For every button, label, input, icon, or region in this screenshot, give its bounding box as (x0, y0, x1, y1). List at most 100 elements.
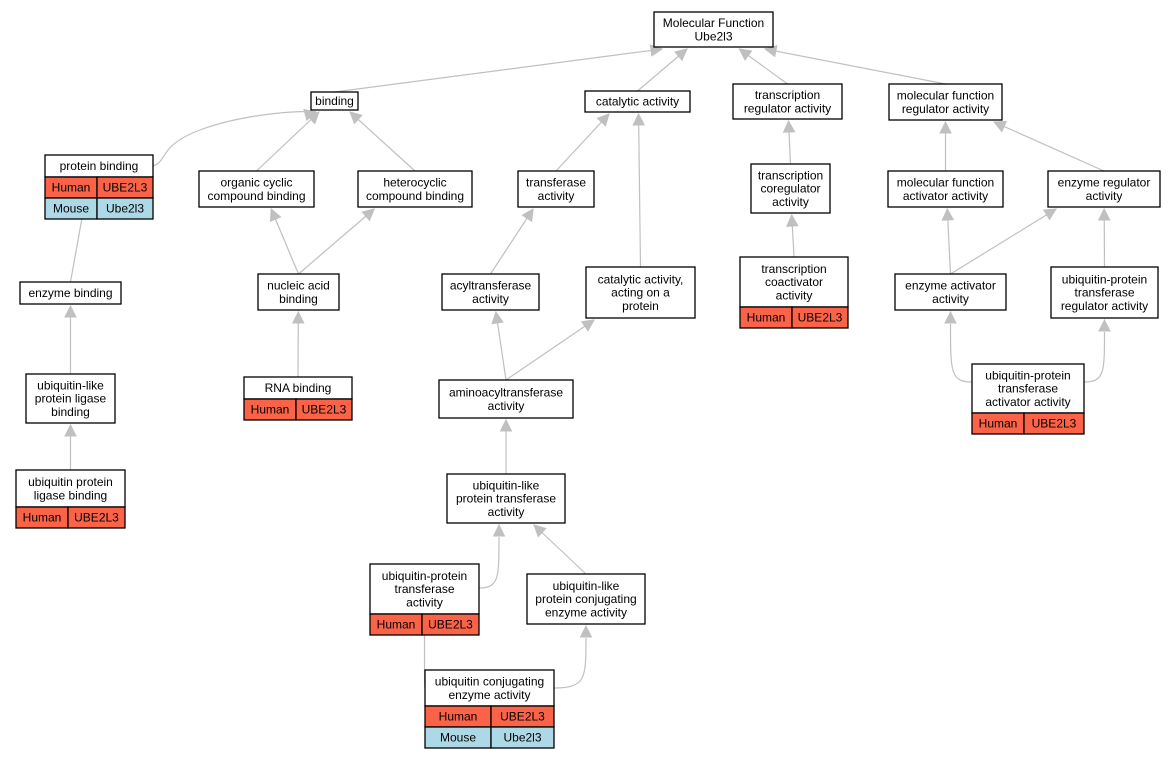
edge-enzact-to-enzreg (950, 208, 1057, 275)
edge-line (505, 319, 595, 381)
edge-line (152, 110, 317, 167)
node-label-line: activity (488, 505, 525, 519)
edge-catalytic-to-root (637, 48, 688, 92)
node-label-line: transferase (394, 582, 454, 596)
gene-cell (490, 726, 555, 749)
edge-arrowhead (64, 423, 77, 437)
edge-aminoacyl-to-acyl (491, 310, 507, 381)
node-box (1050, 266, 1159, 319)
node-box (585, 266, 696, 319)
edge-enzreg-to-mfra (992, 120, 1105, 172)
node-label-line: protein conjugating (535, 592, 636, 606)
node-label-line: catalytic activity, (598, 272, 684, 286)
go-node-catalytic[interactable]: catalytic activity (584, 90, 691, 113)
edge-line (489, 208, 534, 275)
edge-line (764, 48, 946, 85)
edge-arrowhead (269, 207, 282, 223)
edge-uplb-to-ulplb (64, 423, 77, 470)
node-box (19, 281, 122, 305)
node-label-line: enzyme binding (28, 286, 112, 300)
node-box (424, 669, 555, 707)
node-label-line: molecular function (897, 176, 994, 190)
node-label-line: activity (406, 596, 443, 610)
node-label-line: transferase (526, 176, 586, 190)
gene-label: UBE2L3 (500, 710, 545, 724)
edge-line (349, 111, 416, 172)
node-label-line: compound binding (366, 189, 464, 203)
node-label-line: enzyme activity (545, 606, 627, 620)
edge-arrowhead (786, 213, 799, 227)
edge-arrowhead (992, 120, 1008, 133)
edge-line (1083, 331, 1106, 383)
edge-transferase-to-catalytic (555, 113, 610, 172)
node-box (441, 273, 540, 311)
edge-binding-to-root (334, 44, 664, 93)
edge-enzact-to-mfaa (941, 207, 955, 275)
node-box (357, 170, 473, 208)
edge-arrowhead (64, 304, 77, 318)
edge-aminoacyl-to-caop (505, 319, 595, 381)
node-box (653, 11, 774, 48)
edge-arrowhead (939, 120, 952, 134)
node-box (310, 91, 359, 111)
node-label-line: protein ligase (35, 392, 107, 406)
node-label-line: protein binding (60, 159, 139, 173)
node-label-line: activity (1086, 189, 1123, 203)
node-label-line: regulator activity (902, 102, 989, 116)
annotation-row-human: Human UBE2L3 (424, 705, 555, 728)
gene-label: Ube2l3 (106, 202, 144, 216)
node-label-line: activity (538, 189, 575, 203)
edge-arrowhead (291, 310, 305, 324)
node-label-line: coactivator (765, 275, 823, 289)
species-label: Human (979, 417, 1018, 431)
edge-line (270, 208, 300, 275)
node-label-line: activity (772, 195, 809, 209)
edge-arrowhead (361, 208, 376, 222)
edge-upta-to-ulpta (478, 523, 506, 589)
species-label: Human (439, 710, 478, 724)
edge-line (478, 536, 500, 589)
gene-cell (96, 197, 154, 220)
node-label-line: activator activity (985, 395, 1070, 409)
go-node-enzyme-binding[interactable]: enzyme binding (19, 281, 122, 305)
edge-arrowhead (491, 310, 504, 325)
edge-tcoreg-to-tra (782, 119, 796, 165)
edge-line (637, 113, 642, 268)
go-node-upta[interactable]: ubiquitin-proteintransferaseactivityHuma… (369, 563, 480, 636)
node-label-line: ubiquitin-like (473, 478, 540, 492)
go-node-binding[interactable]: binding (310, 91, 359, 111)
edge-arrowhead (533, 524, 547, 538)
edge-arrowhead (632, 112, 646, 126)
gene-label: UBE2L3 (302, 403, 347, 417)
node-label-line: binding (315, 94, 354, 108)
node-label-line: aminoacyltransferase (449, 386, 563, 400)
